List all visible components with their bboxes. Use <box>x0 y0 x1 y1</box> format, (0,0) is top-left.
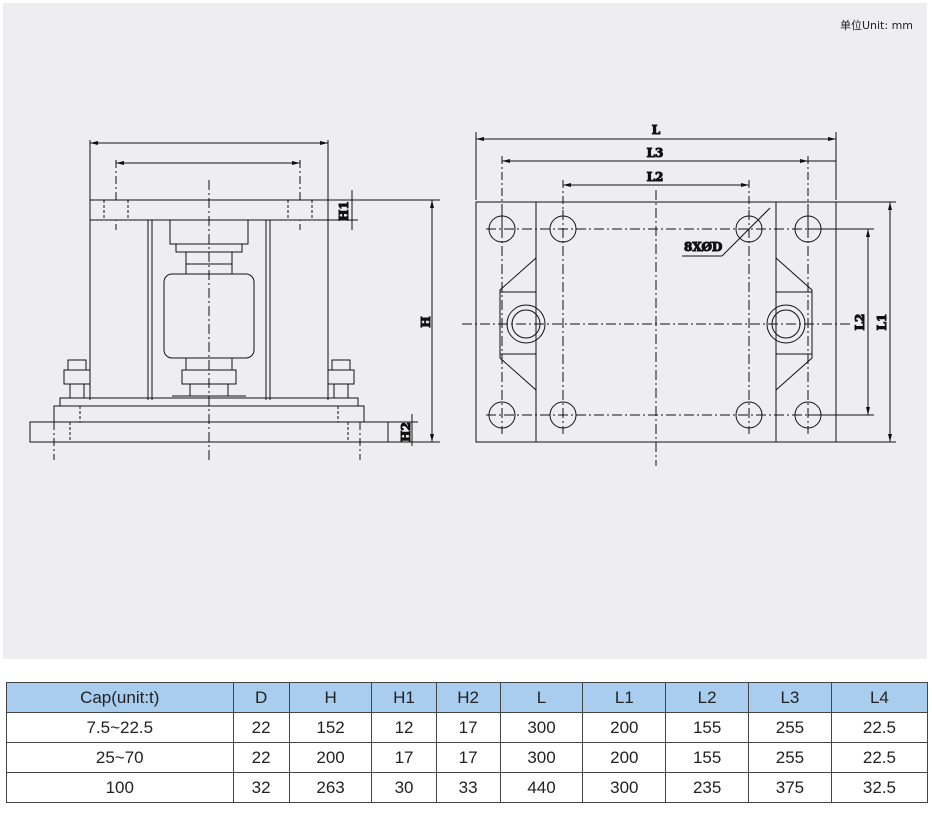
table-cell: 17 <box>435 712 501 743</box>
header-h2: H2 <box>435 682 501 713</box>
table-cell: 200 <box>582 742 667 773</box>
label-L2-horizontal: L2 <box>647 170 664 184</box>
header-h: H <box>288 682 373 713</box>
mounting-holes <box>488 215 822 429</box>
table-row: 7.5~22.5 22 152 12 17 300 200 155 255 22… <box>6 712 929 743</box>
table-cell: 17 <box>435 742 501 773</box>
front-view <box>29 140 440 460</box>
table-cell: 100 <box>6 772 234 803</box>
table-row: 25~70 22 200 17 17 300 200 155 255 22.5 <box>6 742 929 773</box>
label-L1: L1 <box>875 314 889 331</box>
table-cell: 22.5 <box>830 712 929 743</box>
table-cell: 32 <box>232 772 290 803</box>
header-h1: H1 <box>371 682 437 713</box>
drawing-panel: 单位Unit: mm <box>3 3 927 659</box>
table-cell: 7.5~22.5 <box>6 712 234 743</box>
label-H1: H1 <box>337 201 351 221</box>
label-H: H <box>419 316 433 327</box>
table-cell: 263 <box>288 772 373 803</box>
table-cell: 300 <box>499 742 584 773</box>
header-l3: L3 <box>748 682 832 713</box>
header-l4: L4 <box>830 682 929 713</box>
table-cell: 235 <box>665 772 750 803</box>
table-cell: 200 <box>582 712 667 743</box>
table-cell: 300 <box>582 772 667 803</box>
table-cell: 12 <box>371 712 437 743</box>
label-holes: 8XØD <box>684 240 722 254</box>
table-cell: 155 <box>665 742 750 773</box>
top-view <box>462 132 896 466</box>
table-cell: 17 <box>371 742 437 773</box>
table-cell: 255 <box>748 742 832 773</box>
label-L2-vertical: L2 <box>853 314 867 331</box>
table-row: 100 32 263 30 33 440 300 235 375 32.5 <box>6 772 929 803</box>
table-cell: 152 <box>288 712 373 743</box>
header-l1: L1 <box>582 682 667 713</box>
spec-table: Cap(unit:t) D H H1 H2 L L1 L2 L3 L4 7.5~… <box>6 682 929 803</box>
header-l: L <box>499 682 584 713</box>
table-cell: 22 <box>232 712 290 743</box>
label-H2: H2 <box>399 422 413 442</box>
table-cell: 255 <box>748 712 832 743</box>
label-L: L <box>652 123 661 137</box>
table-cell: 155 <box>665 712 750 743</box>
technical-drawing: L L3 L2 8XØD L1 L2 H H1 H2 <box>29 123 896 466</box>
table-cell: 440 <box>499 772 584 803</box>
table-cell: 33 <box>435 772 501 803</box>
table-cell: 22.5 <box>830 742 929 773</box>
header-l2: L2 <box>665 682 750 713</box>
table-cell: 32.5 <box>830 772 929 803</box>
header-cap: Cap(unit:t) <box>6 682 234 713</box>
table-cell: 30 <box>371 772 437 803</box>
table-cell: 375 <box>748 772 832 803</box>
table-cell: 200 <box>288 742 373 773</box>
header-d: D <box>232 682 290 713</box>
table-cell: 22 <box>232 742 290 773</box>
table-header-row: Cap(unit:t) D H H1 H2 L L1 L2 L3 L4 <box>6 682 929 713</box>
table-cell: 300 <box>499 712 584 743</box>
label-L3: L3 <box>647 146 664 160</box>
unit-note: 单位Unit: mm <box>839 19 913 32</box>
table-cell: 25~70 <box>6 742 234 773</box>
